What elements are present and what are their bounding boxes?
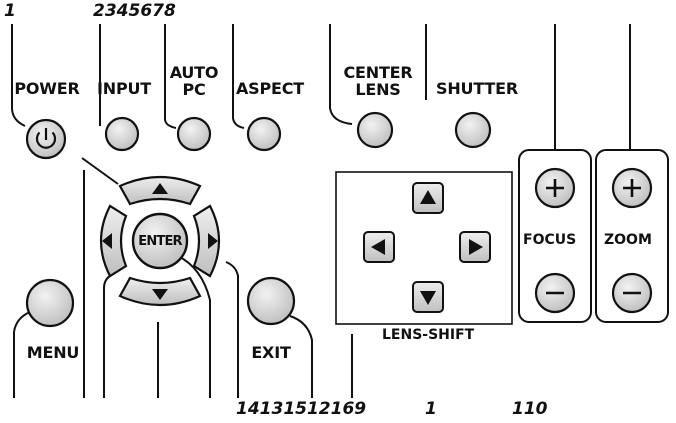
arrow-right-icon [469,239,483,255]
power-symbol-icon [35,128,57,149]
aspect-label: ASPECT [235,79,305,98]
callout-line-aspect [232,24,245,129]
input-label: INPUT [97,79,151,98]
center-lens-label: CENTER LENS [343,63,413,99]
lens-shift-right-button[interactable] [460,232,490,262]
arrow-left-icon [371,239,385,255]
callout-line-right [225,261,239,398]
auto-pc-button-shape [176,116,212,152]
lens-shift-group-box [335,171,513,325]
auto-pc-button[interactable] [178,118,210,150]
callout-line-exit [289,315,313,398]
center-lens-button[interactable] [358,113,392,147]
exit-label: EXIT [251,343,291,362]
menu-button-shape [25,278,75,328]
callout-line-enter [177,255,211,398]
plus-icon [546,179,564,197]
zoom-plus-button[interactable] [613,169,651,207]
left-key-shape [100,204,128,278]
center-lens-button-shape [356,111,394,149]
callout-line-left [103,275,111,398]
arrow-up-icon [420,190,436,204]
focus-label: FOCUS [521,232,579,248]
shutter-button[interactable] [456,113,490,147]
auto-pc-label: AUTO PC [169,63,219,99]
arrow-down-icon [152,289,168,300]
plus-icon [623,179,641,197]
focus-minus-button[interactable] [536,274,574,312]
callout-lines-bottom [13,170,353,398]
zoom-label: ZOOM [602,232,654,248]
enter-button-shape [131,212,189,270]
arrow-left-icon [102,233,112,249]
callout-number-bottom-mid: 1 [425,399,437,419]
zoom-group-box [595,149,669,323]
exit-button[interactable] [248,278,294,324]
enter-label: ENTER [138,234,182,249]
callout-lines-top [11,24,631,185]
menu-button[interactable] [27,280,73,326]
shutter-button-shape [454,111,492,149]
aspect-button-shape [246,116,282,152]
callout-line-up [81,157,119,185]
callout-number-top-left: 1 [4,1,16,21]
callout-line-center-lens [329,24,353,125]
callout-number-bottom-group: 14131512169 [236,399,367,419]
arrow-down-icon [420,291,436,305]
arrow-up-icon [152,183,168,194]
callout-line-menu [13,311,31,398]
menu-label: MENU [26,343,80,362]
arrow-right-icon [208,233,218,249]
power-label: POWER [14,79,80,98]
lens-shift-up-button[interactable] [413,183,443,213]
callout-line-power [11,24,26,127]
callout-number-bottom-right: 110 [512,399,548,419]
input-button-shape [104,116,140,152]
input-button[interactable] [106,118,138,150]
shutter-label: SHUTTER [436,79,518,98]
lens-shift-left-button[interactable] [364,232,394,262]
focus-group-box [518,149,592,323]
zoom-minus-button[interactable] [613,274,651,312]
right-button[interactable] [198,210,224,272]
up-button[interactable] [128,174,192,200]
lens-shift-down-button[interactable] [413,282,443,312]
exit-button-shape [246,276,296,326]
left-button[interactable] [96,210,122,272]
lens-shift-label: LENS-SHIFT [380,327,477,343]
callout-line-auto-pc [164,24,177,129]
aspect-button[interactable] [248,118,280,150]
right-key-shape [192,204,220,278]
down-button[interactable] [128,282,192,308]
power-button[interactable] [27,120,65,158]
focus-plus-button[interactable] [536,169,574,207]
callout-number-top-group: 2345678 [93,1,176,21]
enter-button[interactable] [133,214,187,268]
